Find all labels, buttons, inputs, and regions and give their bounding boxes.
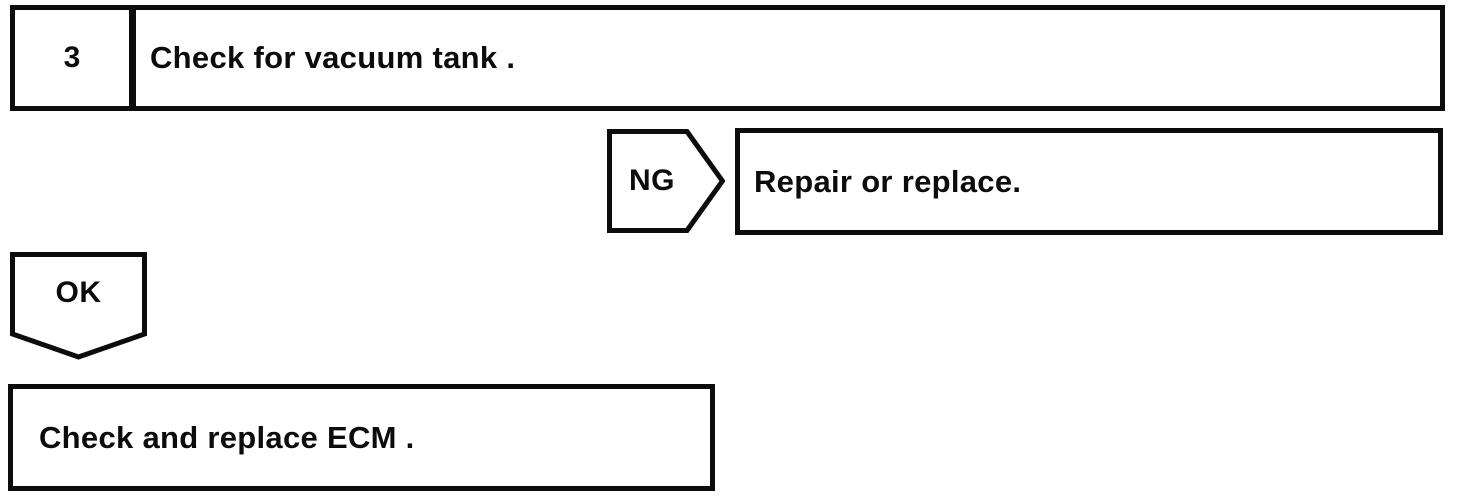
right-arrow-pentagon-icon <box>607 129 725 233</box>
ok-label: OK <box>55 275 102 309</box>
ng-connector: NG <box>607 129 725 233</box>
step-instruction: Check for vacuum tank . <box>150 40 516 75</box>
step-number: 3 <box>15 10 136 106</box>
step-box: 3 Check for vacuum tank . <box>10 5 1445 111</box>
down-arrow-pentagon-icon <box>10 252 147 360</box>
ok-connector: OK <box>10 252 147 360</box>
ng-action-box: Repair or replace. <box>735 128 1443 235</box>
ng-label: NG <box>629 164 675 197</box>
ok-action-box: Check and replace ECM . <box>8 384 715 491</box>
ok-action-text: Check and replace ECM . <box>39 419 415 455</box>
ng-action-text: Repair or replace. <box>754 163 1022 199</box>
